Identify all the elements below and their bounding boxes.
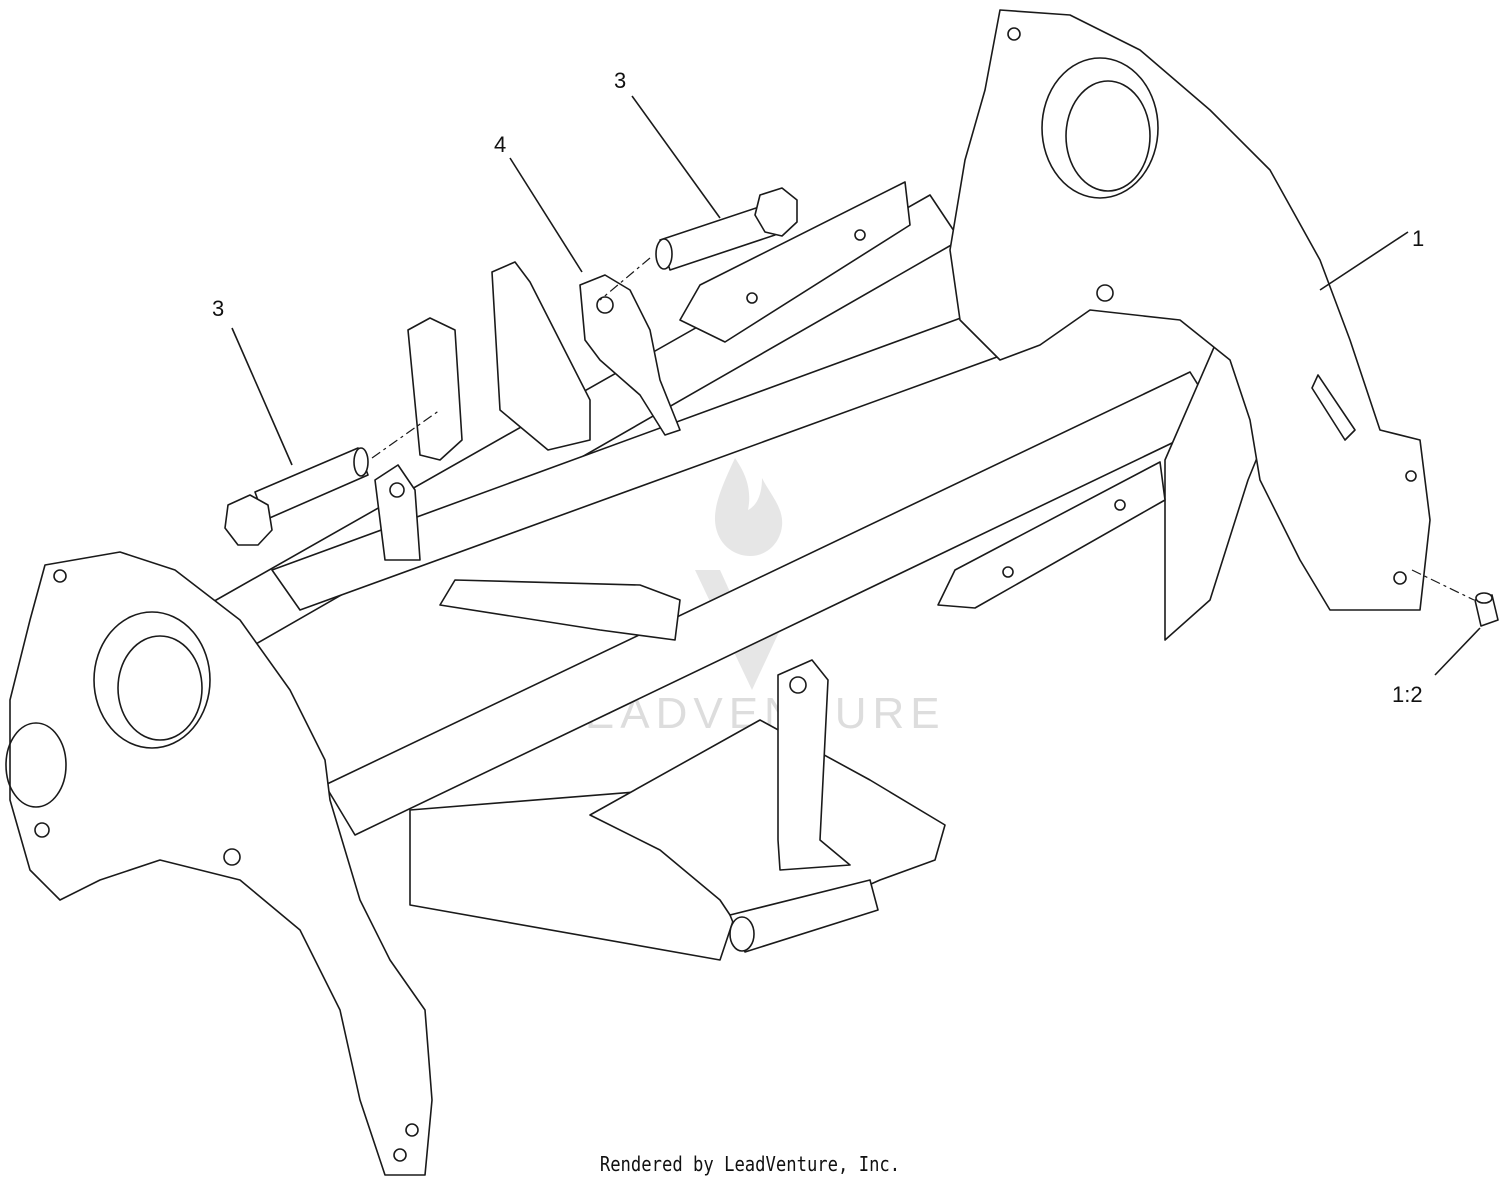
mount-plate-hole-d <box>854 229 866 241</box>
left-ring-support <box>9 551 433 1176</box>
frame-assembly <box>5 9 1431 1176</box>
center-upright-tab <box>777 659 851 871</box>
centerline-bolt-left <box>371 409 441 459</box>
left-bracket-hole-3 <box>34 822 50 838</box>
rear-upright-bracket-right <box>491 261 591 451</box>
leader-3-left <box>231 327 293 466</box>
mount-plate-hole-a <box>1002 566 1014 578</box>
right-bearing-ring-inner <box>1065 80 1151 192</box>
pin-end <box>1475 592 1493 604</box>
part-1-2-pin <box>1474 592 1499 627</box>
leader-3-top <box>631 95 721 219</box>
bolt-top-tip <box>655 238 673 270</box>
mount-plate-hole-c <box>746 292 758 304</box>
bolt-left-shank <box>254 447 369 521</box>
part-3-bolt-top <box>655 187 798 271</box>
rear-upright-bracket-left <box>407 317 463 461</box>
bracket-plate-4 <box>579 274 681 436</box>
leader-1-2 <box>1434 627 1481 676</box>
callout-1: 1 <box>1412 226 1424 251</box>
center-upright-hole <box>789 676 807 694</box>
leader-4 <box>509 157 583 273</box>
callout-3-top: 3 <box>614 68 626 93</box>
left-bracket-hole-4 <box>393 1148 407 1162</box>
centerline-pin <box>1411 569 1475 601</box>
left-bearing-ring <box>93 611 211 749</box>
leader-1 <box>1319 231 1409 291</box>
mount-plate-hole-b <box>1114 499 1126 511</box>
render-credit: Rendered by LeadVenture, Inc. <box>599 1152 901 1176</box>
flame-v-logo-icon <box>695 458 808 690</box>
right-bracket-hole-2 <box>1096 284 1114 302</box>
mount-plate-right-front <box>937 461 1166 609</box>
part-3-bolt-left <box>224 447 369 546</box>
front-upright-bracket <box>374 464 421 561</box>
callout-3-left: 3 <box>212 296 224 321</box>
bolt-left-head <box>224 494 273 546</box>
mount-plate-rear <box>679 181 911 343</box>
right-bearing-ring <box>1041 57 1159 199</box>
front-upright-bracket-hole <box>389 482 405 498</box>
mount-plate-center <box>439 579 681 641</box>
left-bearing-ring-inner <box>117 635 203 741</box>
center-front-plate <box>589 719 946 931</box>
part-4-bracket-plate <box>579 274 681 436</box>
bolt-left-tip <box>353 447 369 477</box>
right-bracket-hole-3 <box>1405 470 1417 482</box>
left-lower-ring <box>5 722 67 808</box>
left-bracket-hole-2 <box>223 848 241 866</box>
right-bracket-hole-4 <box>1393 571 1407 585</box>
right-slot <box>1311 374 1356 441</box>
right-bracket-hole <box>1007 27 1021 41</box>
bolt-top-head <box>754 187 798 237</box>
front-pivot-tube-end <box>729 916 755 952</box>
left-bracket-hole <box>53 569 67 583</box>
bracket-plate-4-hole <box>596 296 614 314</box>
callout-4: 4 <box>494 132 506 157</box>
callout-1-2: 1:2 <box>1392 682 1423 707</box>
left-pin-stub <box>405 1123 419 1137</box>
